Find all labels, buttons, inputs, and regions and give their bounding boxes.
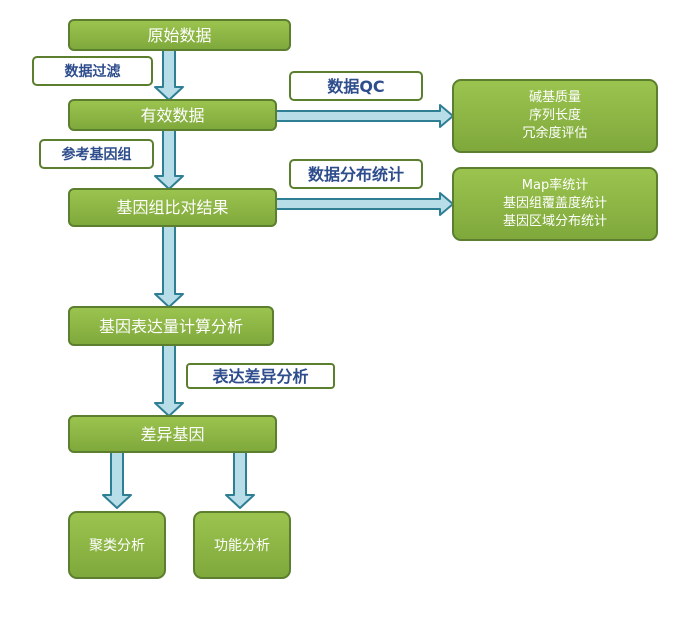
qc-result-line-1: 碱基质量 — [529, 90, 581, 105]
raw-data-text: 原始数据 — [147, 26, 211, 45]
function-text: 功能分析 — [214, 538, 270, 554]
alignment-result-node: 基因组比对结果 — [68, 188, 277, 227]
reference-genome-label: 参考基因组 — [39, 139, 154, 169]
arrows — [102, 49, 454, 509]
arrow-down-raw-to-valid — [154, 49, 184, 101]
qc-result-line-3: 冗余度评估 — [522, 125, 587, 141]
valid-data-text: 有效数据 — [140, 106, 204, 125]
qc-result-line-2: 序列长度 — [529, 107, 581, 123]
data-filter-label: 数据过滤 — [32, 56, 153, 86]
reference-genome-label-text: 参考基因组 — [62, 146, 132, 163]
expression-calc-node: 基因表达量计算分析 — [68, 306, 274, 346]
arrow-down-diff-to-function — [225, 451, 255, 509]
qc-result-node: 碱基质量 序列长度 冗余度评估 — [452, 79, 658, 153]
data-filter-label-text: 数据过滤 — [65, 63, 121, 80]
function-node: 功能分析 — [193, 511, 291, 579]
expression-calc-text: 基因表达量计算分析 — [99, 317, 243, 336]
distribution-result-line-3: 基因区域分布统计 — [503, 214, 607, 229]
arrow-right-alignment-to-distribution — [275, 192, 454, 216]
arrow-right-valid-to-qc — [275, 104, 454, 128]
clustering-text: 聚类分析 — [89, 538, 145, 554]
arrow-down-valid-to-alignment — [154, 129, 184, 190]
distribution-stats-label: 数据分布统计 — [289, 159, 423, 189]
arrow-down-expression-to-diff — [154, 344, 184, 417]
distribution-result-line-2: 基因组覆盖度统计 — [503, 195, 607, 211]
clustering-node: 聚类分析 — [68, 511, 166, 579]
data-qc-label: 数据QC — [289, 71, 423, 101]
arrow-down-alignment-to-expression — [154, 225, 184, 308]
distribution-result-node: Map率统计 基因组覆盖度统计 基因区域分布统计 — [452, 167, 658, 241]
valid-data-node: 有效数据 — [68, 99, 277, 131]
distribution-result-line-1: Map率统计 — [522, 177, 588, 193]
arrow-down-diff-to-clustering — [102, 451, 132, 509]
data-qc-label-text: 数据QC — [327, 77, 384, 96]
raw-data-node: 原始数据 — [68, 19, 291, 51]
distribution-stats-label-text: 数据分布统计 — [308, 165, 404, 184]
diff-genes-text: 差异基因 — [140, 425, 204, 444]
alignment-result-text: 基因组比对结果 — [116, 198, 228, 217]
expression-diff-label-text: 表达差异分析 — [211, 367, 308, 386]
expression-diff-label: 表达差异分析 — [186, 363, 335, 389]
diff-genes-node: 差异基因 — [68, 415, 277, 453]
